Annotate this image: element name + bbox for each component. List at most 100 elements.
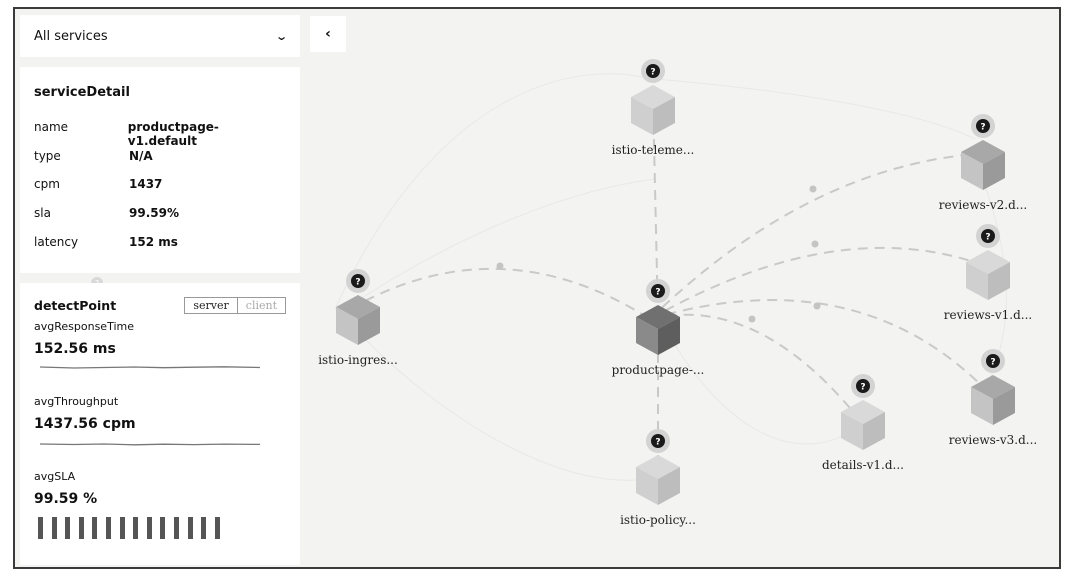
node-label: istio-ingres... [318,353,398,367]
node-badge-text: ? [860,383,865,393]
node-reviews3[interactable]: ? reviews-v3.d... [949,349,1037,447]
service-detail-title: serviceDetail [34,85,130,100]
sla-bar [65,517,71,539]
cube-face [636,467,658,505]
edge-productpage-reviews2[interactable] [649,153,976,320]
detail-row-latency: latency 152 ms [34,235,286,264]
cube-face [841,412,863,450]
collapse-panel-button[interactable]: ‹ [310,16,346,52]
cube-face [983,152,1005,190]
help-icon [856,379,870,393]
node-label: details-v1.d... [822,458,904,472]
help-icon [351,274,365,288]
node-label: istio-teleme... [612,143,695,157]
edge-midpoint[interactable] [813,302,821,310]
avg-response-time-value: 152.56 ms [34,341,116,357]
sla-bar [92,517,98,539]
avg-throughput-value: 1437.56 cpm [34,416,136,432]
detail-key: name [34,120,69,134]
detail-value: 99.59% [129,206,179,221]
help-icon [651,434,665,448]
sla-bar [201,517,207,539]
detail-row-cpm: cpm 1437 [34,177,286,206]
cube-face [358,307,380,345]
background-arcs [334,73,1007,481]
cube-face [636,317,658,355]
sla-bar [105,517,111,539]
detect-point-panel: detectPoint server client avgResponseTim… [20,283,300,565]
node-label: reviews-v1.d... [944,308,1032,322]
cube-face [971,387,993,425]
help-icon [981,229,995,243]
help-icon [976,119,990,133]
detail-value: productpage-v1.default [127,120,219,148]
sla-bar [38,517,43,539]
detail-key: sla [34,206,51,221]
throughput-sparkline [39,443,261,446]
help-icon [646,64,660,78]
node-reviews2[interactable]: ? reviews-v2.d... [939,114,1027,212]
node-badge-text: ? [980,123,985,133]
detect-point-toggle[interactable]: server client [184,297,286,314]
node-reviews1[interactable]: ? reviews-v1.d... [944,224,1032,322]
cube-face [988,262,1010,300]
node-ingress[interactable]: ?istio-ingres... [318,269,398,367]
avg-response-time-label: avgResponseTime [34,320,134,333]
edge-midpoint[interactable] [809,185,817,193]
sla-bar [214,517,220,539]
detail-value: N/A [129,148,153,163]
cube-face [653,97,675,135]
topology-graph[interactable]: ?istio-teleme...?istio-ingres...?product… [15,9,1063,571]
node-telemetry[interactable]: ? istio-teleme... [612,59,695,157]
detail-key: type [34,148,61,163]
edge-productpage-reviews3[interactable] [649,299,986,390]
client-option[interactable]: client [245,299,277,312]
sla-bar [133,517,139,539]
server-option[interactable]: server [185,298,238,313]
node-details[interactable]: ? details-v1.d... [822,374,904,472]
sla-bar [51,517,57,539]
edge-midpoint[interactable] [748,315,756,323]
node-label: reviews-v3.d... [949,433,1037,447]
service-detail-panel: serviceDetail name productpage-v1.defaul… [20,67,300,273]
cube-face [863,412,885,450]
sla-bar [78,517,84,539]
node-badge-text: ? [985,233,990,243]
edge-productpage-reviews1[interactable] [649,240,981,320]
node-badge-text: ? [990,358,995,368]
detect-point-title: detectPoint [34,298,117,313]
help-icon [986,354,1000,368]
node-label: istio-policy... [620,513,696,527]
service-selector[interactable]: All services ⌄ [20,15,300,57]
detail-key: latency [34,234,79,249]
node-productpage[interactable]: ?productpage-... [612,279,705,377]
node-policy[interactable]: ?istio-policy... [620,429,696,527]
cube-face [658,467,680,505]
cube-face [961,152,983,190]
edge-ingress-productpage[interactable] [349,262,651,320]
chevron-left-icon: ‹ [325,26,331,42]
avg-sla-value: 99.59 % [34,491,98,507]
response-time-sparkline [39,366,261,369]
help-icon [651,284,665,298]
node-layer: ?istio-teleme...?istio-ingres...?product… [318,59,1037,527]
avg-throughput-label: avgThroughput [34,395,119,408]
node-label: productpage-... [612,363,705,377]
detail-row-name: name productpage-v1.default [34,120,286,149]
detail-key: cpm [34,177,60,192]
avg-sla-label: avgSLA [34,470,76,483]
edge-midpoint[interactable] [811,240,819,248]
chevron-down-icon: ⌄ [274,29,288,43]
node-badge-text: ? [650,68,655,78]
cube-face [966,262,988,300]
service-selector-value: All services [34,28,108,44]
sla-bar [146,517,152,539]
sla-bar-chart [34,517,286,539]
detect-point-header: detectPoint server client [34,297,286,314]
edge-midpoint[interactable] [496,262,504,270]
detail-row-sla: sla 99.59% [34,206,286,235]
sla-bar [119,517,125,539]
cube-face [631,97,653,135]
node-label: reviews-v2.d... [939,198,1027,212]
detail-value: 1437 [129,177,163,192]
